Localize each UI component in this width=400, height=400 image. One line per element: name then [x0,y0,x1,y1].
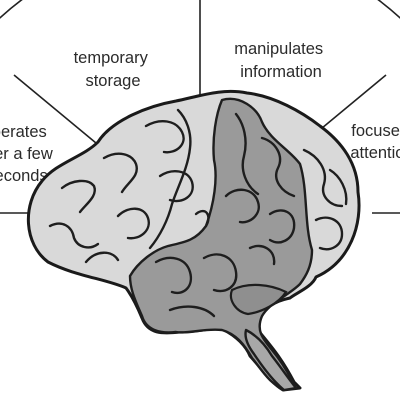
brain-dark-region [128,97,314,392]
fold [158,170,194,203]
fold [154,256,193,295]
fold [302,148,344,208]
fold [144,120,185,154]
fold [48,222,100,249]
fold [260,136,296,198]
segment-label-1-line-1: operates [0,123,47,141]
fold [234,112,260,196]
segment-label-2-line-2: storage [85,72,140,90]
segment-label-1-line-2: over a few [0,145,53,163]
brain-stem [244,328,298,392]
segment-divider-1 [13,74,97,144]
segment-label-3: manipulates information [234,40,328,81]
brain-illustration [26,89,361,392]
segment-label-2-line-1: temporary [74,49,149,67]
cerebellum [229,283,288,316]
fold [248,244,276,266]
segment-label-3-line-1: manipulates [234,40,323,58]
segment-label-3-line-2: information [240,63,322,81]
fold [194,209,210,228]
fold [328,168,348,206]
fold [84,251,120,264]
fold [224,188,260,224]
fold [116,207,150,240]
fold [268,209,296,244]
fold [60,179,96,214]
fold [168,305,216,318]
segment-label-2: temporary storage [74,49,153,90]
fold [202,253,238,293]
segment-label-1: operates over a few seconds [0,123,57,185]
segment-label-4: focuses attention [350,122,400,162]
segment-label-4-line-2: attention [350,144,400,162]
fold [102,152,138,194]
segment-label-4-line-1: focuses [351,122,400,140]
segment-label-1-line-3: seconds [0,167,48,185]
fold [148,108,192,250]
fold [314,216,344,251]
